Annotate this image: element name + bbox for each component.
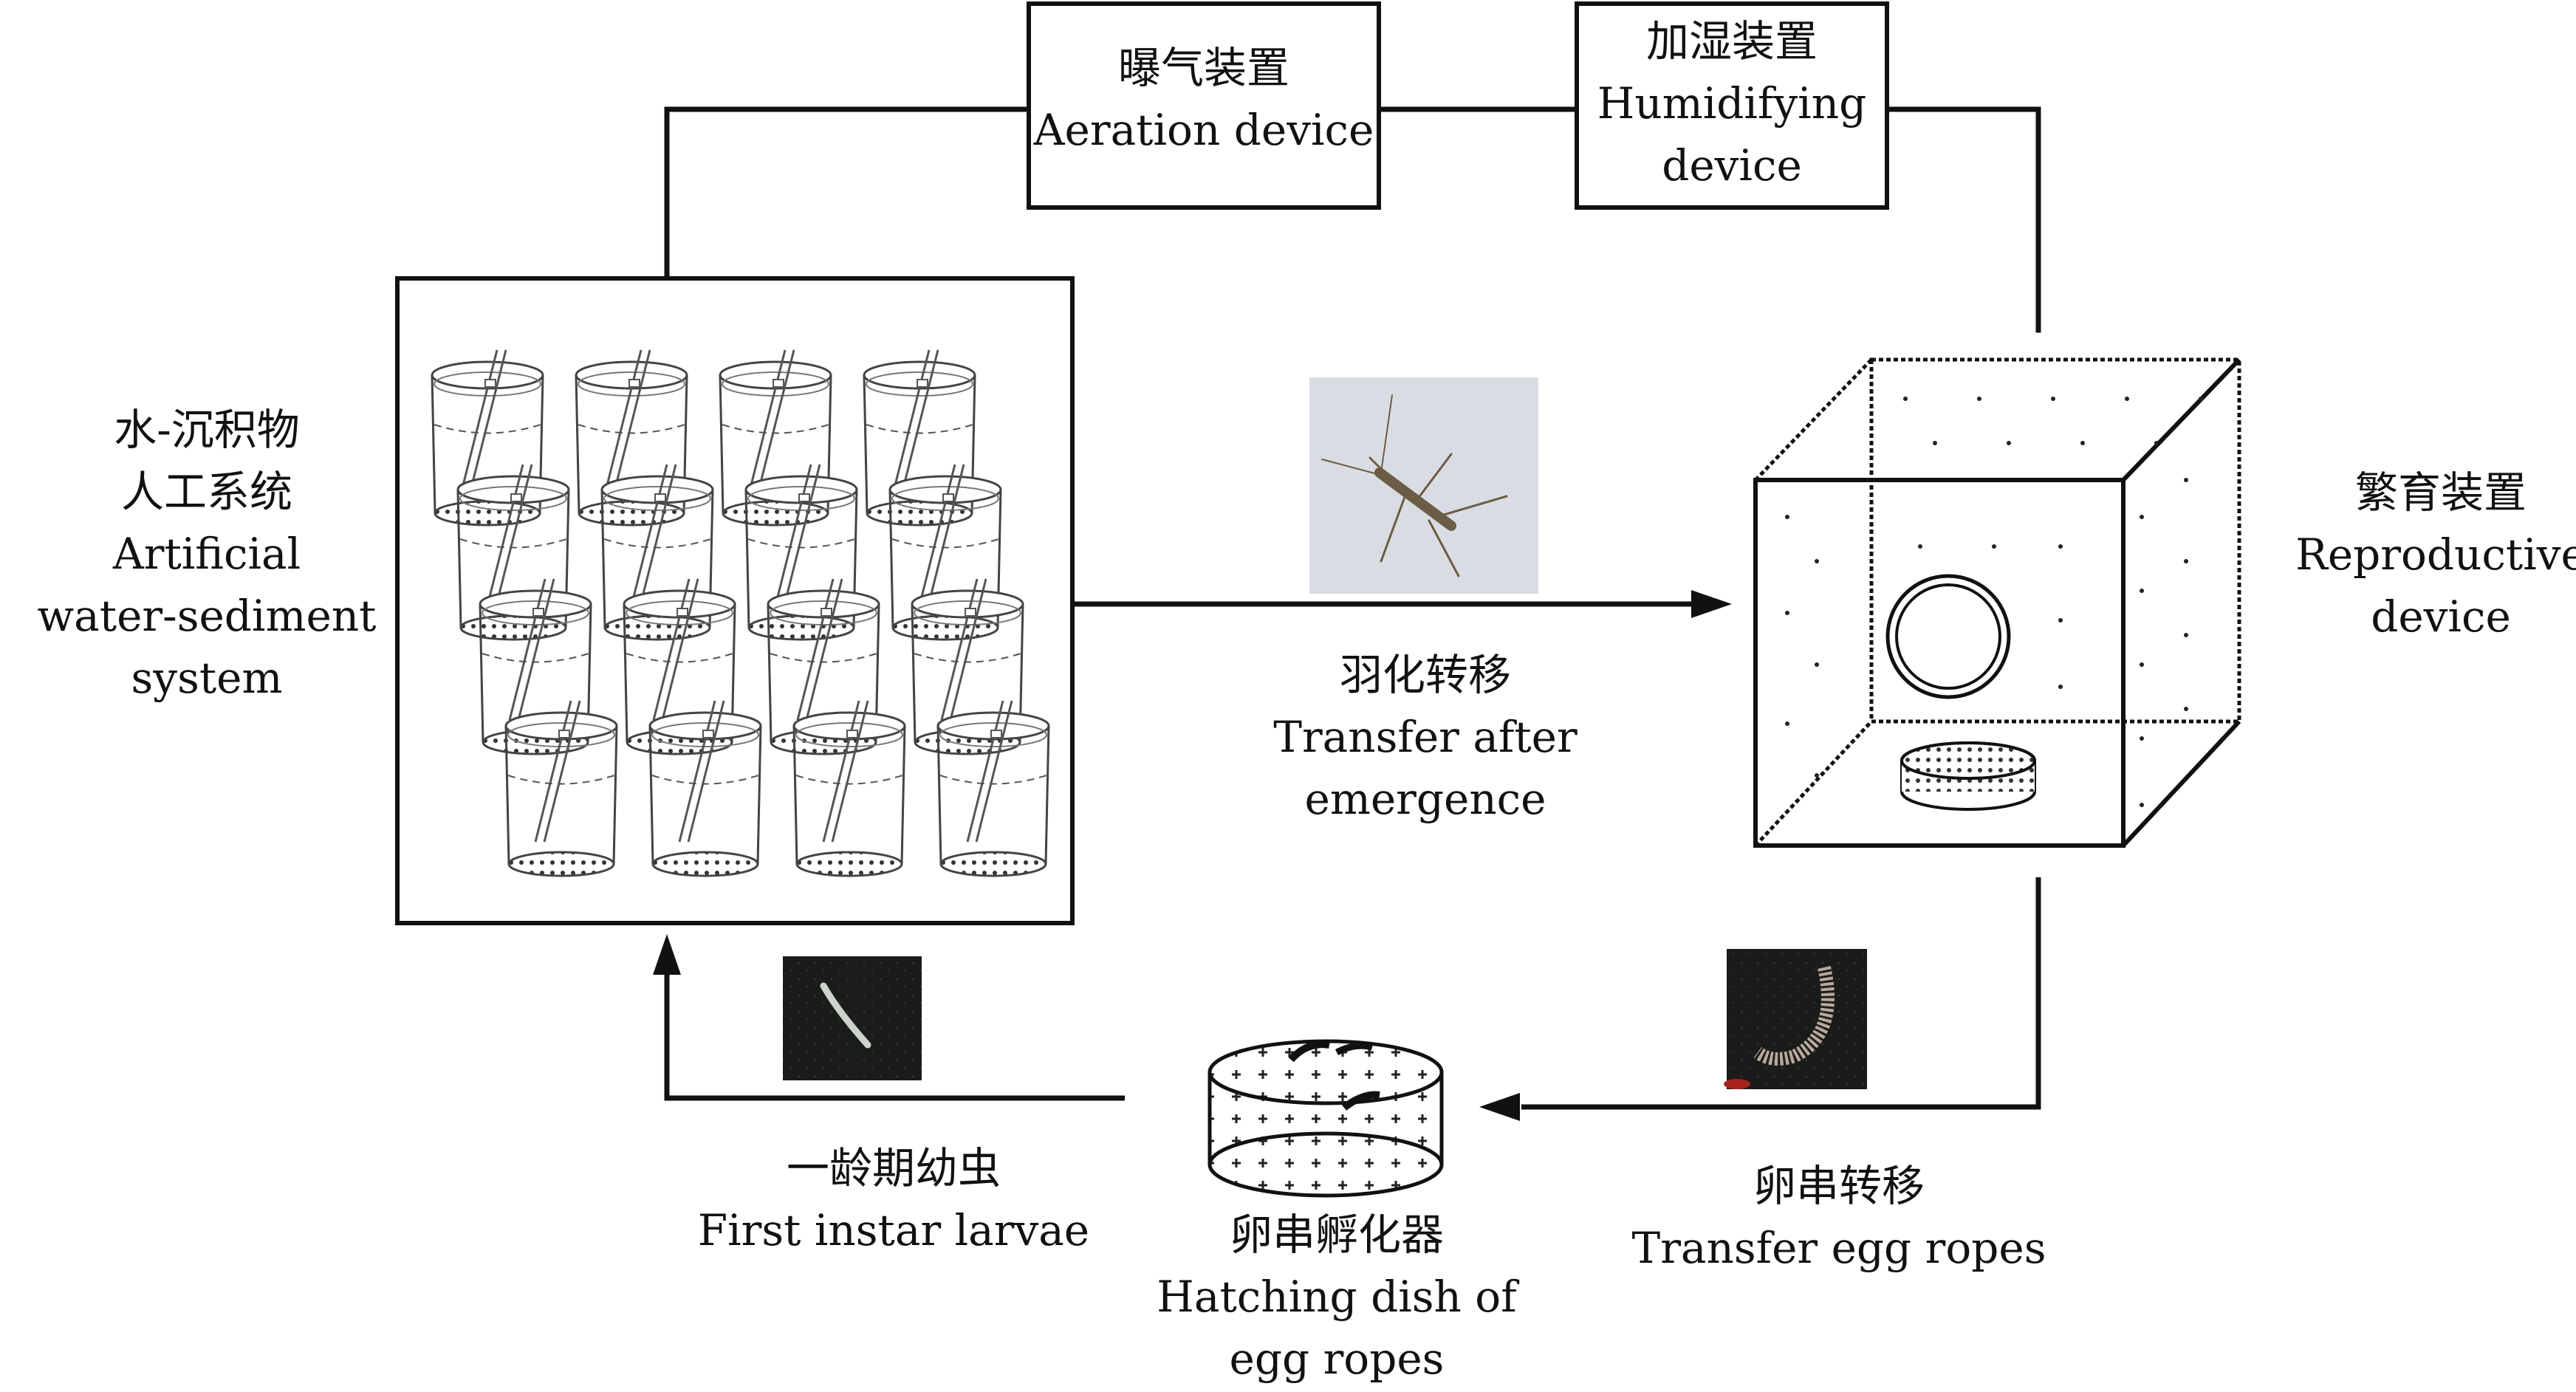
hatching-dish-en-line1: Hatching dish of xyxy=(1157,1272,1517,1322)
reproductive-device-en-line2: device xyxy=(2371,592,2511,642)
emergence-transfer-zh: 羽化转移 xyxy=(1339,650,1511,700)
water-sediment-system-label: 水-沉积物 人工系统 Artificial water-sediment sys… xyxy=(30,399,384,709)
hatching-dish-zh: 卵串孵化器 xyxy=(1229,1210,1444,1260)
water-sediment-en-line1: Artificial xyxy=(112,529,301,579)
reproductive-device-en-line1: Reproductive xyxy=(2295,529,2576,580)
aeration-device-en: Aeration device xyxy=(1033,105,1374,155)
emergence-transfer-en-line1: Transfer after xyxy=(1273,712,1578,762)
emergence-transfer-en-line2: emergence xyxy=(1304,774,1546,824)
egg-rope-transfer-zh: 卵串转移 xyxy=(1753,1161,1925,1211)
adult-midge-photo xyxy=(1309,377,1538,594)
larva-photo xyxy=(783,956,922,1080)
hatching-dish-en-line2: egg ropes xyxy=(1229,1334,1445,1384)
hatching-dish xyxy=(1208,1039,1444,1198)
reproductive-device-zh: 繁育装置 xyxy=(2354,467,2527,518)
first-instar-larvae-label: 一龄期幼虫 First instar larvae xyxy=(694,1137,1093,1261)
emergence-arrow xyxy=(1075,590,1732,618)
emergence-transfer-label: 羽化转移 Transfer after emergence xyxy=(1226,644,1625,830)
hatching-dish-label: 卵串孵化器 Hatching dish of egg ropes xyxy=(1137,1204,1536,1390)
humidifying-device-label: 加湿装置 Humidifying device xyxy=(1577,10,1887,196)
water-sediment-system-box xyxy=(395,276,1075,925)
cube-dots xyxy=(1785,397,2203,807)
egg-rope-transfer-arrow xyxy=(1479,877,2041,1121)
egg-rope-transfer-en: Transfer egg ropes xyxy=(1631,1223,2046,1273)
reproductive-device-cube xyxy=(1753,357,2241,848)
water-sediment-en-line3: system xyxy=(131,653,283,703)
egg-rope-transfer-label: 卵串转移 Transfer egg ropes xyxy=(1610,1155,2068,1279)
first-instar-larvae-en: First instar larvae xyxy=(697,1205,1090,1255)
aeration-device-label: 曝气装置 Aeration device xyxy=(1029,37,1379,161)
humidifying-device-en-line2: device xyxy=(1662,140,1802,191)
water-sediment-zh-line2: 人工系统 xyxy=(120,467,292,517)
water-sediment-zh-line1: 水-沉积物 xyxy=(114,405,300,455)
first-instar-larvae-zh: 一龄期幼虫 xyxy=(786,1143,1001,1193)
larvae-return-arrow xyxy=(653,934,1125,1101)
aeration-device-zh: 曝气装置 xyxy=(1117,43,1289,93)
water-sediment-en-line2: water-sediment xyxy=(37,591,377,641)
humidifying-device-box xyxy=(1575,1,1889,210)
humidifying-device-en-line1: Humidifying xyxy=(1597,78,1867,128)
aeration-loop-line xyxy=(664,106,2041,333)
aeration-device-box xyxy=(1027,1,1381,210)
humidifying-device-zh: 加湿装置 xyxy=(1645,16,1818,66)
egg-rope-photo xyxy=(1724,949,1867,1089)
reproductive-device-label: 繁育装置 Reproductive device xyxy=(2289,462,2576,648)
